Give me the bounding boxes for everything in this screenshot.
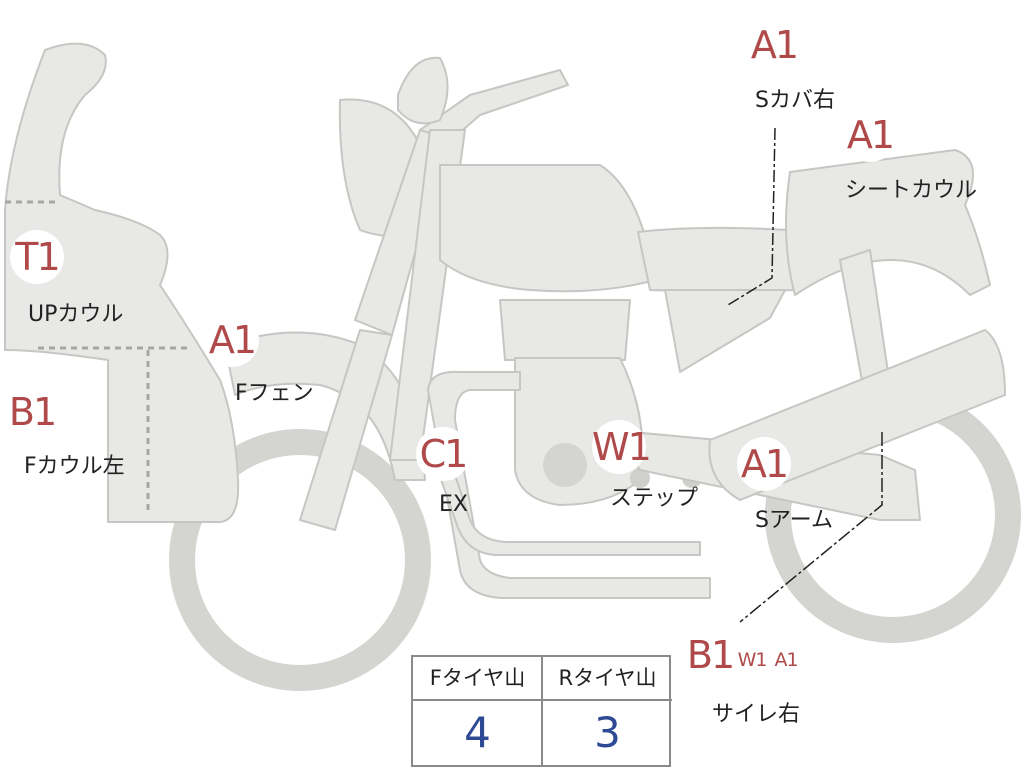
label-up-cowl: UPカウル	[28, 302, 124, 327]
grade-badge-silencer-right-extra-2: A1	[770, 644, 802, 676]
grade-badge-s-arm: A1	[737, 437, 791, 491]
exhaust-pipe-2	[429, 444, 701, 556]
label-f-fender: Fフェン	[235, 381, 314, 406]
rear-tire-header: Rタイヤ山	[543, 657, 672, 701]
rear-tire-value: 3	[594, 708, 621, 757]
label-ex: EX	[439, 492, 468, 517]
fuel-tank-shape	[439, 164, 656, 293]
grade-badge-step: W1	[592, 420, 652, 474]
grade-badge-silencer-right-extra-1: W1	[736, 644, 768, 676]
label-silencer-right: サイレ右	[712, 702, 801, 727]
side-cover-shape	[664, 289, 786, 373]
label-f-cowl-left: Fカウル左	[24, 454, 125, 479]
leader-line-silencer	[739, 432, 883, 623]
front-wheel	[169, 429, 431, 691]
grade-badge-silencer-right: B1	[683, 628, 737, 682]
seat-cowl-shape	[785, 149, 991, 296]
grade-badge-ex: C1	[416, 427, 470, 481]
front-tire-value: 4	[464, 708, 491, 757]
fork-lower	[299, 329, 393, 531]
label-step: ステップ	[610, 486, 699, 511]
footpeg-left	[630, 468, 650, 488]
grade-badge-seat-cowl: A1	[843, 108, 897, 162]
label-s-arm: Sアーム	[755, 508, 833, 533]
label-s-cover-right: Sカバ右	[755, 88, 835, 113]
engine-cover	[543, 443, 587, 487]
label-seat-cowl: シートカウル	[845, 178, 978, 203]
table-divider	[541, 657, 543, 765]
front-tire-header: Fタイヤ山	[413, 657, 542, 701]
mirror-shape	[397, 56, 449, 125]
tire-tread-table: Fタイヤ山 Rタイヤ山 4 3	[411, 655, 672, 767]
engine-head	[499, 299, 631, 361]
grade-badge-s-cover-right: A1	[747, 18, 801, 72]
seat-shape	[637, 226, 801, 292]
front-cowl-shape	[4, 42, 240, 523]
grade-badge-up-cowl: T1	[10, 230, 64, 284]
grade-badge-f-cowl-left: B1	[5, 385, 59, 439]
leader-line-s-cover	[727, 127, 776, 306]
exhaust-pipe-1	[427, 370, 711, 599]
grade-badge-f-fender: A1	[205, 313, 259, 367]
